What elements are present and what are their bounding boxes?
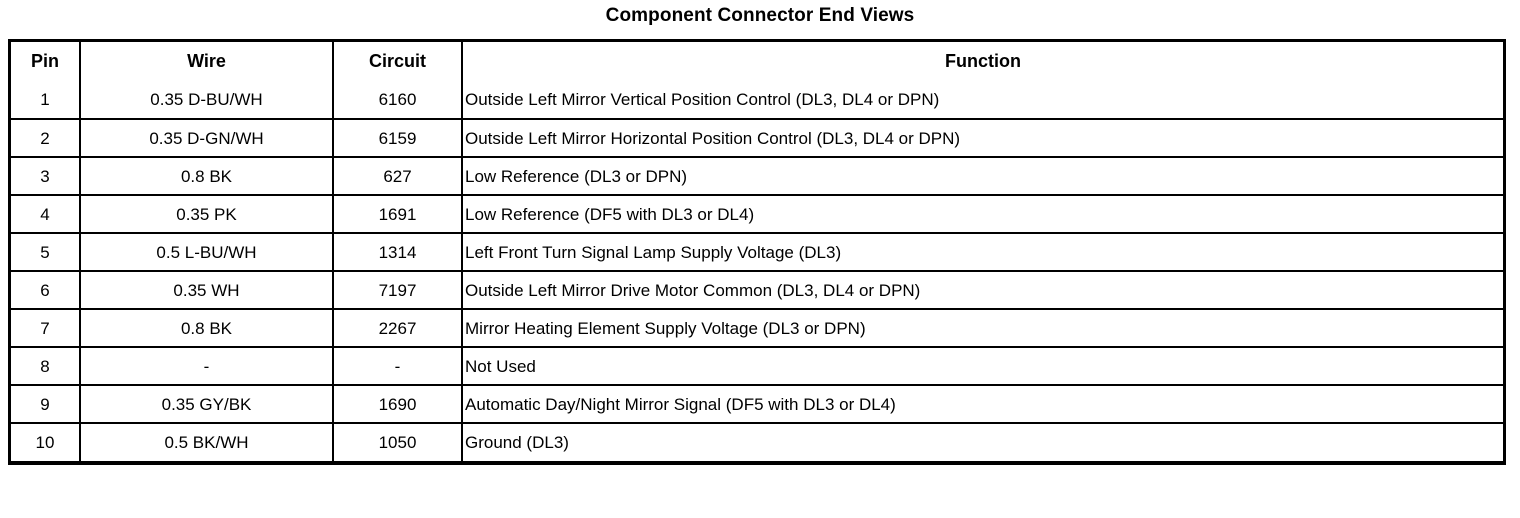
cell-wire: 0.35 GY/BK <box>80 385 334 424</box>
cell-pin: 7 <box>11 309 81 348</box>
cell-pin: 2 <box>11 119 81 158</box>
cell-wire: 0.5 BK/WH <box>80 423 334 461</box>
cell-function: Low Reference (DF5 with DL3 or DL4) <box>462 195 1503 234</box>
cell-function: Outside Left Mirror Horizontal Position … <box>462 119 1503 158</box>
cell-wire: 0.35 D-BU/WH <box>80 81 334 120</box>
table-row: 2 0.35 D-GN/WH 6159 Outside Left Mirror … <box>11 119 1503 158</box>
table-row: 7 0.8 BK 2267 Mirror Heating Element Sup… <box>11 309 1503 348</box>
table-row: 5 0.5 L-BU/WH 1314 Left Front Turn Signa… <box>11 233 1503 272</box>
cell-circuit: 7197 <box>333 271 463 310</box>
cell-pin: 3 <box>11 157 81 196</box>
table-body: 1 0.35 D-BU/WH 6160 Outside Left Mirror … <box>11 81 1503 461</box>
table-row: 1 0.35 D-BU/WH 6160 Outside Left Mirror … <box>11 81 1503 120</box>
cell-function: Mirror Heating Element Supply Voltage (D… <box>462 309 1503 348</box>
cell-pin: 8 <box>11 347 81 386</box>
cell-pin: 10 <box>11 423 81 461</box>
cell-function: Left Front Turn Signal Lamp Supply Volta… <box>462 233 1503 272</box>
table-row: 10 0.5 BK/WH 1050 Ground (DL3) <box>11 423 1503 461</box>
cell-wire: 0.35 D-GN/WH <box>80 119 334 158</box>
cell-function: Not Used <box>462 347 1503 386</box>
cell-circuit: 2267 <box>333 309 463 348</box>
cell-circuit: 1691 <box>333 195 463 234</box>
cell-wire: 0.35 WH <box>80 271 334 310</box>
cell-function: Low Reference (DL3 or DPN) <box>462 157 1503 196</box>
cell-pin: 6 <box>11 271 81 310</box>
cell-circuit: 1690 <box>333 385 463 424</box>
cell-pin: 4 <box>11 195 81 234</box>
cell-function: Outside Left Mirror Drive Motor Common (… <box>462 271 1503 310</box>
cell-function: Outside Left Mirror Vertical Position Co… <box>462 81 1503 120</box>
cell-circuit: 1050 <box>333 423 463 461</box>
cell-wire: 0.8 BK <box>80 157 334 196</box>
cell-circuit: 1314 <box>333 233 463 272</box>
cell-circuit: - <box>333 347 463 386</box>
cell-function: Ground (DL3) <box>465 433 569 452</box>
column-header-circuit: Circuit <box>333 42 463 81</box>
cell-circuit: 6160 <box>333 81 463 120</box>
table-row: 9 0.35 GY/BK 1690 Automatic Day/Night Mi… <box>11 385 1503 424</box>
cell-wire: - <box>80 347 334 386</box>
table-header: Pin Wire Circuit Function <box>11 42 1503 81</box>
table-header-row: Pin Wire Circuit Function <box>11 42 1503 81</box>
column-header-function: Function <box>945 51 1021 71</box>
cell-pin: 9 <box>11 385 81 424</box>
table-row: 8 - - Not Used <box>11 347 1503 386</box>
column-header-wire: Wire <box>80 42 334 81</box>
cell-wire: 0.35 PK <box>80 195 334 234</box>
cell-pin: 1 <box>11 81 81 120</box>
cell-wire: 0.8 BK <box>80 309 334 348</box>
cell-circuit: 6159 <box>333 119 463 158</box>
column-header-pin: Pin <box>11 42 81 81</box>
cell-function: Automatic Day/Night Mirror Signal (DF5 w… <box>462 385 1503 424</box>
table-row: 6 0.35 WH 7197 Outside Left Mirror Drive… <box>11 271 1503 310</box>
table-row: 4 0.35 PK 1691 Low Reference (DF5 with D… <box>11 195 1503 234</box>
cell-circuit: 627 <box>333 157 463 196</box>
cell-wire: 0.5 L-BU/WH <box>80 233 334 272</box>
page-title: Component Connector End Views <box>605 5 915 26</box>
cell-pin: 5 <box>11 233 81 272</box>
connector-pinout-table: Pin Wire Circuit Function 1 0.35 D-BU/WH… <box>11 42 1503 461</box>
connector-table-container: Pin Wire Circuit Function 1 0.35 D-BU/WH… <box>8 39 1506 465</box>
table-row: 3 0.8 BK 627 Low Reference (DL3 or DPN) <box>11 157 1503 196</box>
